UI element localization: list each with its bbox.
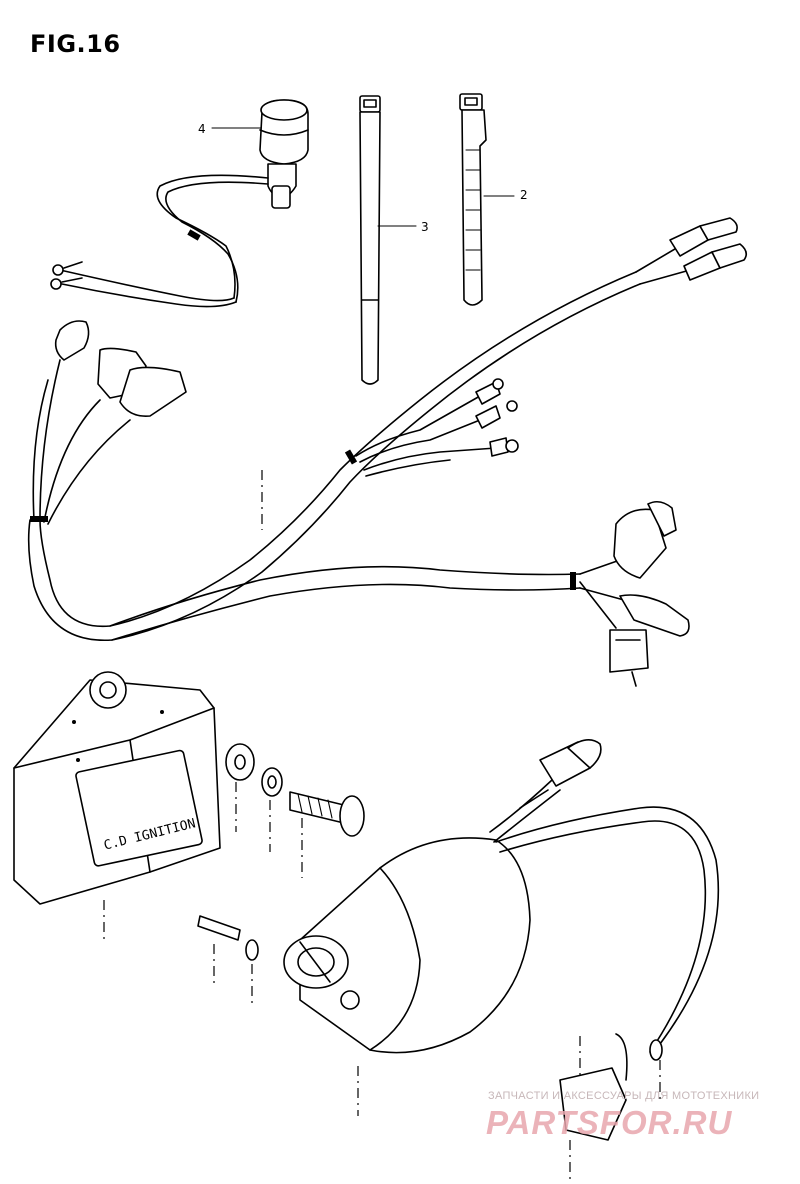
figure-title: FIG.16 [30,30,121,58]
part-2-strap [459,93,515,306]
callout-label-4: 4 [198,122,206,136]
part-3-strap [359,95,417,385]
cdi-ignition-unit: C.D IGNITION [13,671,221,944]
watermark-tagline: ЗАПЧАСТИ И АКСЕССУАРЫ ДЛЯ МОТОТЕХНИКИ [488,1090,760,1102]
watermark-logo: PARTSFOR.RU [486,1104,733,1141]
wiring-harness [27,217,748,687]
fasteners [225,743,365,878]
part-4-switch [50,99,309,308]
ignition-coil [197,739,720,1180]
callout-label-3: 3 [421,220,429,234]
callout-label-2: 2 [520,188,528,202]
